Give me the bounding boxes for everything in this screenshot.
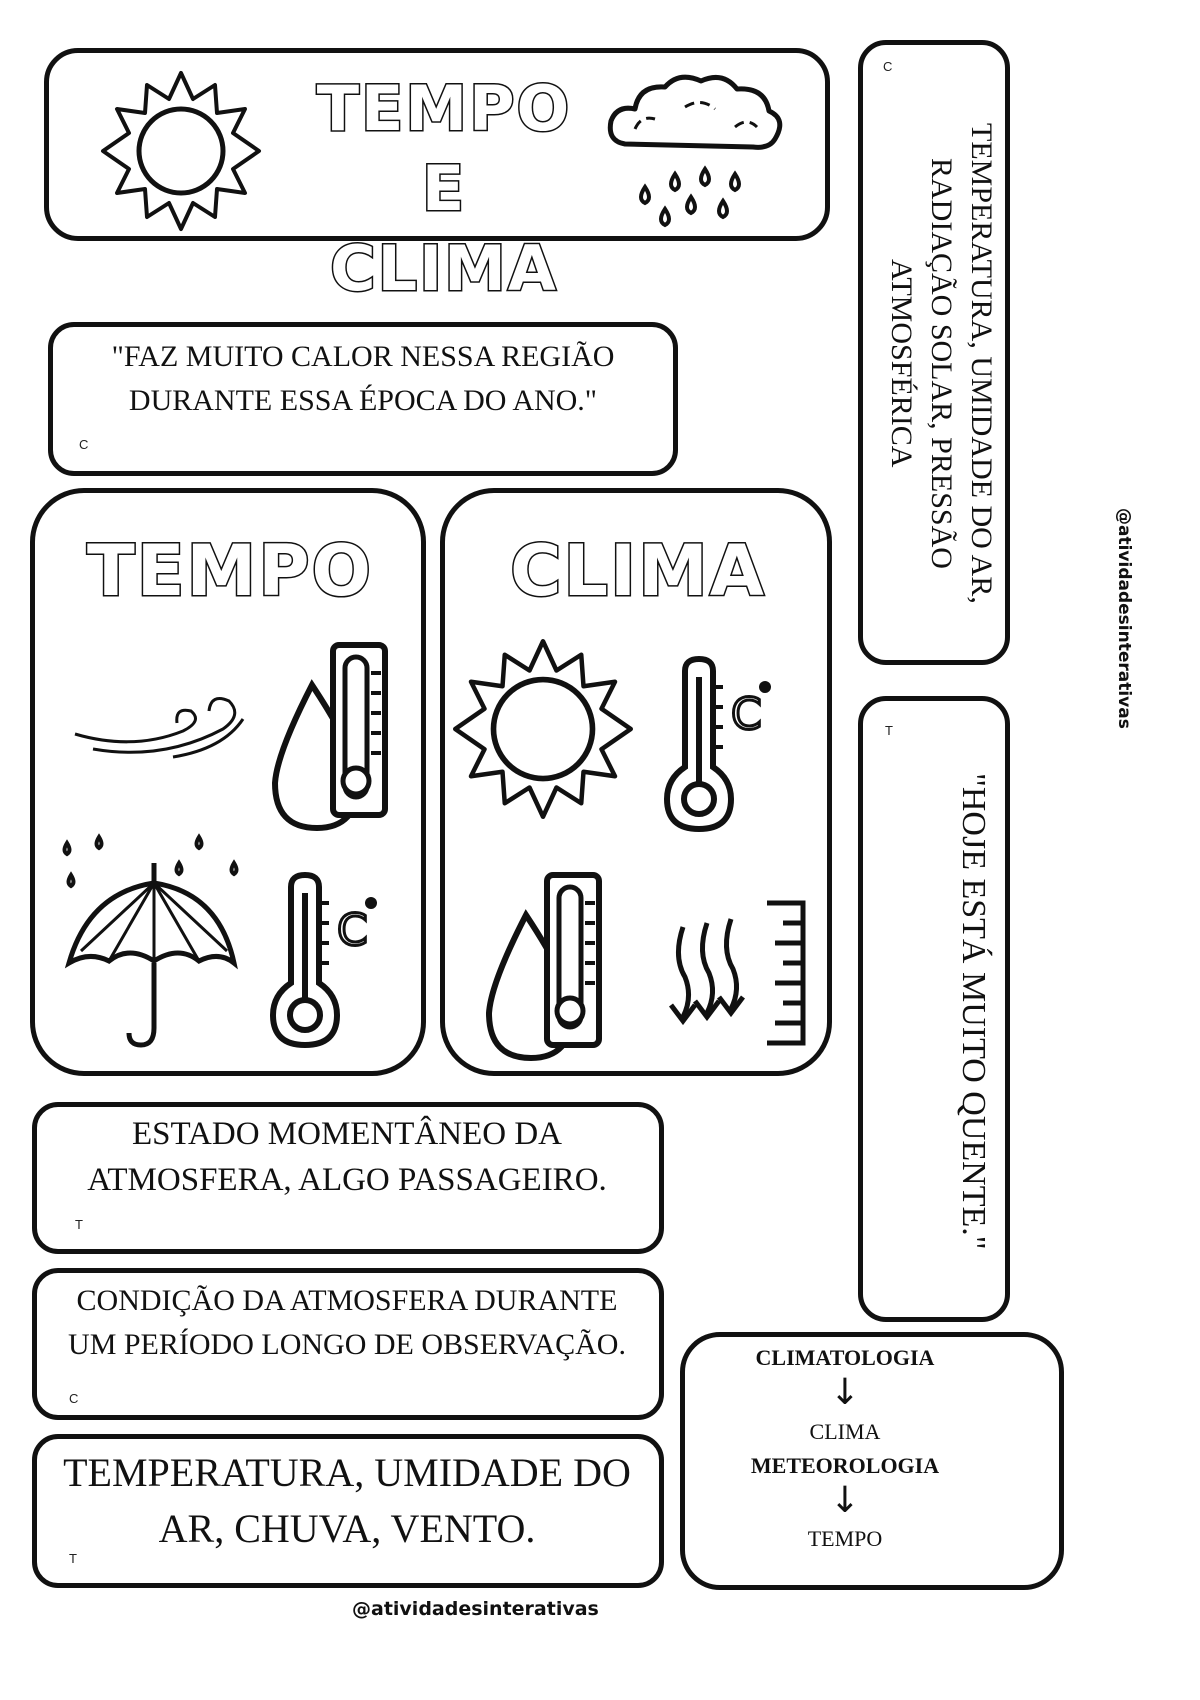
title-line-1: TEMPO E xyxy=(315,71,572,227)
thermometer-celsius-icon: C xyxy=(663,655,771,833)
watermark-bottom: @atividadesinterativas xyxy=(352,1598,599,1620)
clima-card: CLIMA C xyxy=(440,488,832,1076)
tempo-card-title: TEMPO xyxy=(85,530,374,613)
card-tag: T xyxy=(885,723,893,738)
definition-card-clima: CONDIÇÃO DA ATMOSFERA DURANTE UM PERÍODO… xyxy=(32,1268,664,1420)
svg-text:C: C xyxy=(337,905,368,956)
pressure-gauge-icon xyxy=(669,900,806,1046)
side-card-hoje-quente: T "HOJE ESTÁ MUITO QUENTE." xyxy=(858,696,1010,1322)
clima-card-title: CLIMA xyxy=(509,530,766,613)
card-text: TEMPERATURA, UMIDADE DO AR, CHUVA, VENTO… xyxy=(63,1450,631,1551)
sun-icon xyxy=(453,639,633,819)
title-line-2: CLIMA xyxy=(329,231,558,307)
climatologia-label: CLIMATOLOGIA xyxy=(755,1345,935,1370)
card-tag: C xyxy=(79,437,89,452)
watermark-side: @atividadesinterativas xyxy=(1114,508,1134,729)
card-tag: C xyxy=(69,1391,79,1406)
rain-cloud-icon xyxy=(607,74,783,228)
humidity-thermometer-icon xyxy=(485,872,602,1062)
side-card-clima-factors: C TEMPERATURA, UMIDADE DO AR, RADIAÇÃO S… xyxy=(858,40,1010,665)
definition-card-tempo: ESTADO MOMENTÂNEO DA ATMOSFERA, ALGO PAS… xyxy=(32,1102,664,1254)
header-card: TEMPO E CLIMA xyxy=(44,48,830,307)
wind-icon xyxy=(74,697,245,759)
card-tag: C xyxy=(883,59,893,74)
svg-text:C: C xyxy=(731,689,762,740)
card-text: TEMPERATURA, UMIDADE DO AR, RADIAÇÃO SOL… xyxy=(885,122,998,604)
arrow-down-icon: ↓ xyxy=(829,1480,861,1521)
card-text: "FAZ MUITO CALOR NESSA REGIÃO DURANTE ES… xyxy=(111,340,615,417)
sun-icon xyxy=(101,71,261,231)
card-text: "HOJE ESTÁ MUITO QUENTE." xyxy=(955,772,992,1250)
humidity-thermometer-icon xyxy=(271,642,388,832)
meteorologia-label: METEOROLOGIA xyxy=(750,1453,940,1478)
page-title: TEMPO E CLIMA xyxy=(289,69,599,309)
card-text: CONDIÇÃO DA ATMOSFERA DURANTE UM PERÍODO… xyxy=(68,1284,626,1361)
clima-label: CLIMA xyxy=(809,1419,881,1444)
sciences-list: CLIMATOLOGIA ↓ CLIMA METEOROLOGIA ↓ TEMP… xyxy=(695,1343,995,1557)
card-tag: T xyxy=(75,1217,83,1232)
card-text: ESTADO MOMENTÂNEO DA ATMOSFERA, ALGO PAS… xyxy=(87,1116,607,1198)
sciences-card: CLIMATOLOGIA ↓ CLIMA METEOROLOGIA ↓ TEMP… xyxy=(680,1332,1064,1590)
rain-umbrella-icon xyxy=(62,833,239,1048)
quote-card-calor: "FAZ MUITO CALOR NESSA REGIÃO DURANTE ES… xyxy=(48,322,678,476)
tempo-card: TEMPO C xyxy=(30,488,426,1076)
card-tag: T xyxy=(69,1551,77,1566)
thermometer-celsius-icon: C xyxy=(269,871,377,1049)
arrow-down-icon: ↓ xyxy=(829,1372,861,1413)
elements-card-tempo: TEMPERATURA, UMIDADE DO AR, CHUVA, VENTO… xyxy=(32,1434,664,1588)
tempo-label: TEMPO xyxy=(807,1526,883,1551)
